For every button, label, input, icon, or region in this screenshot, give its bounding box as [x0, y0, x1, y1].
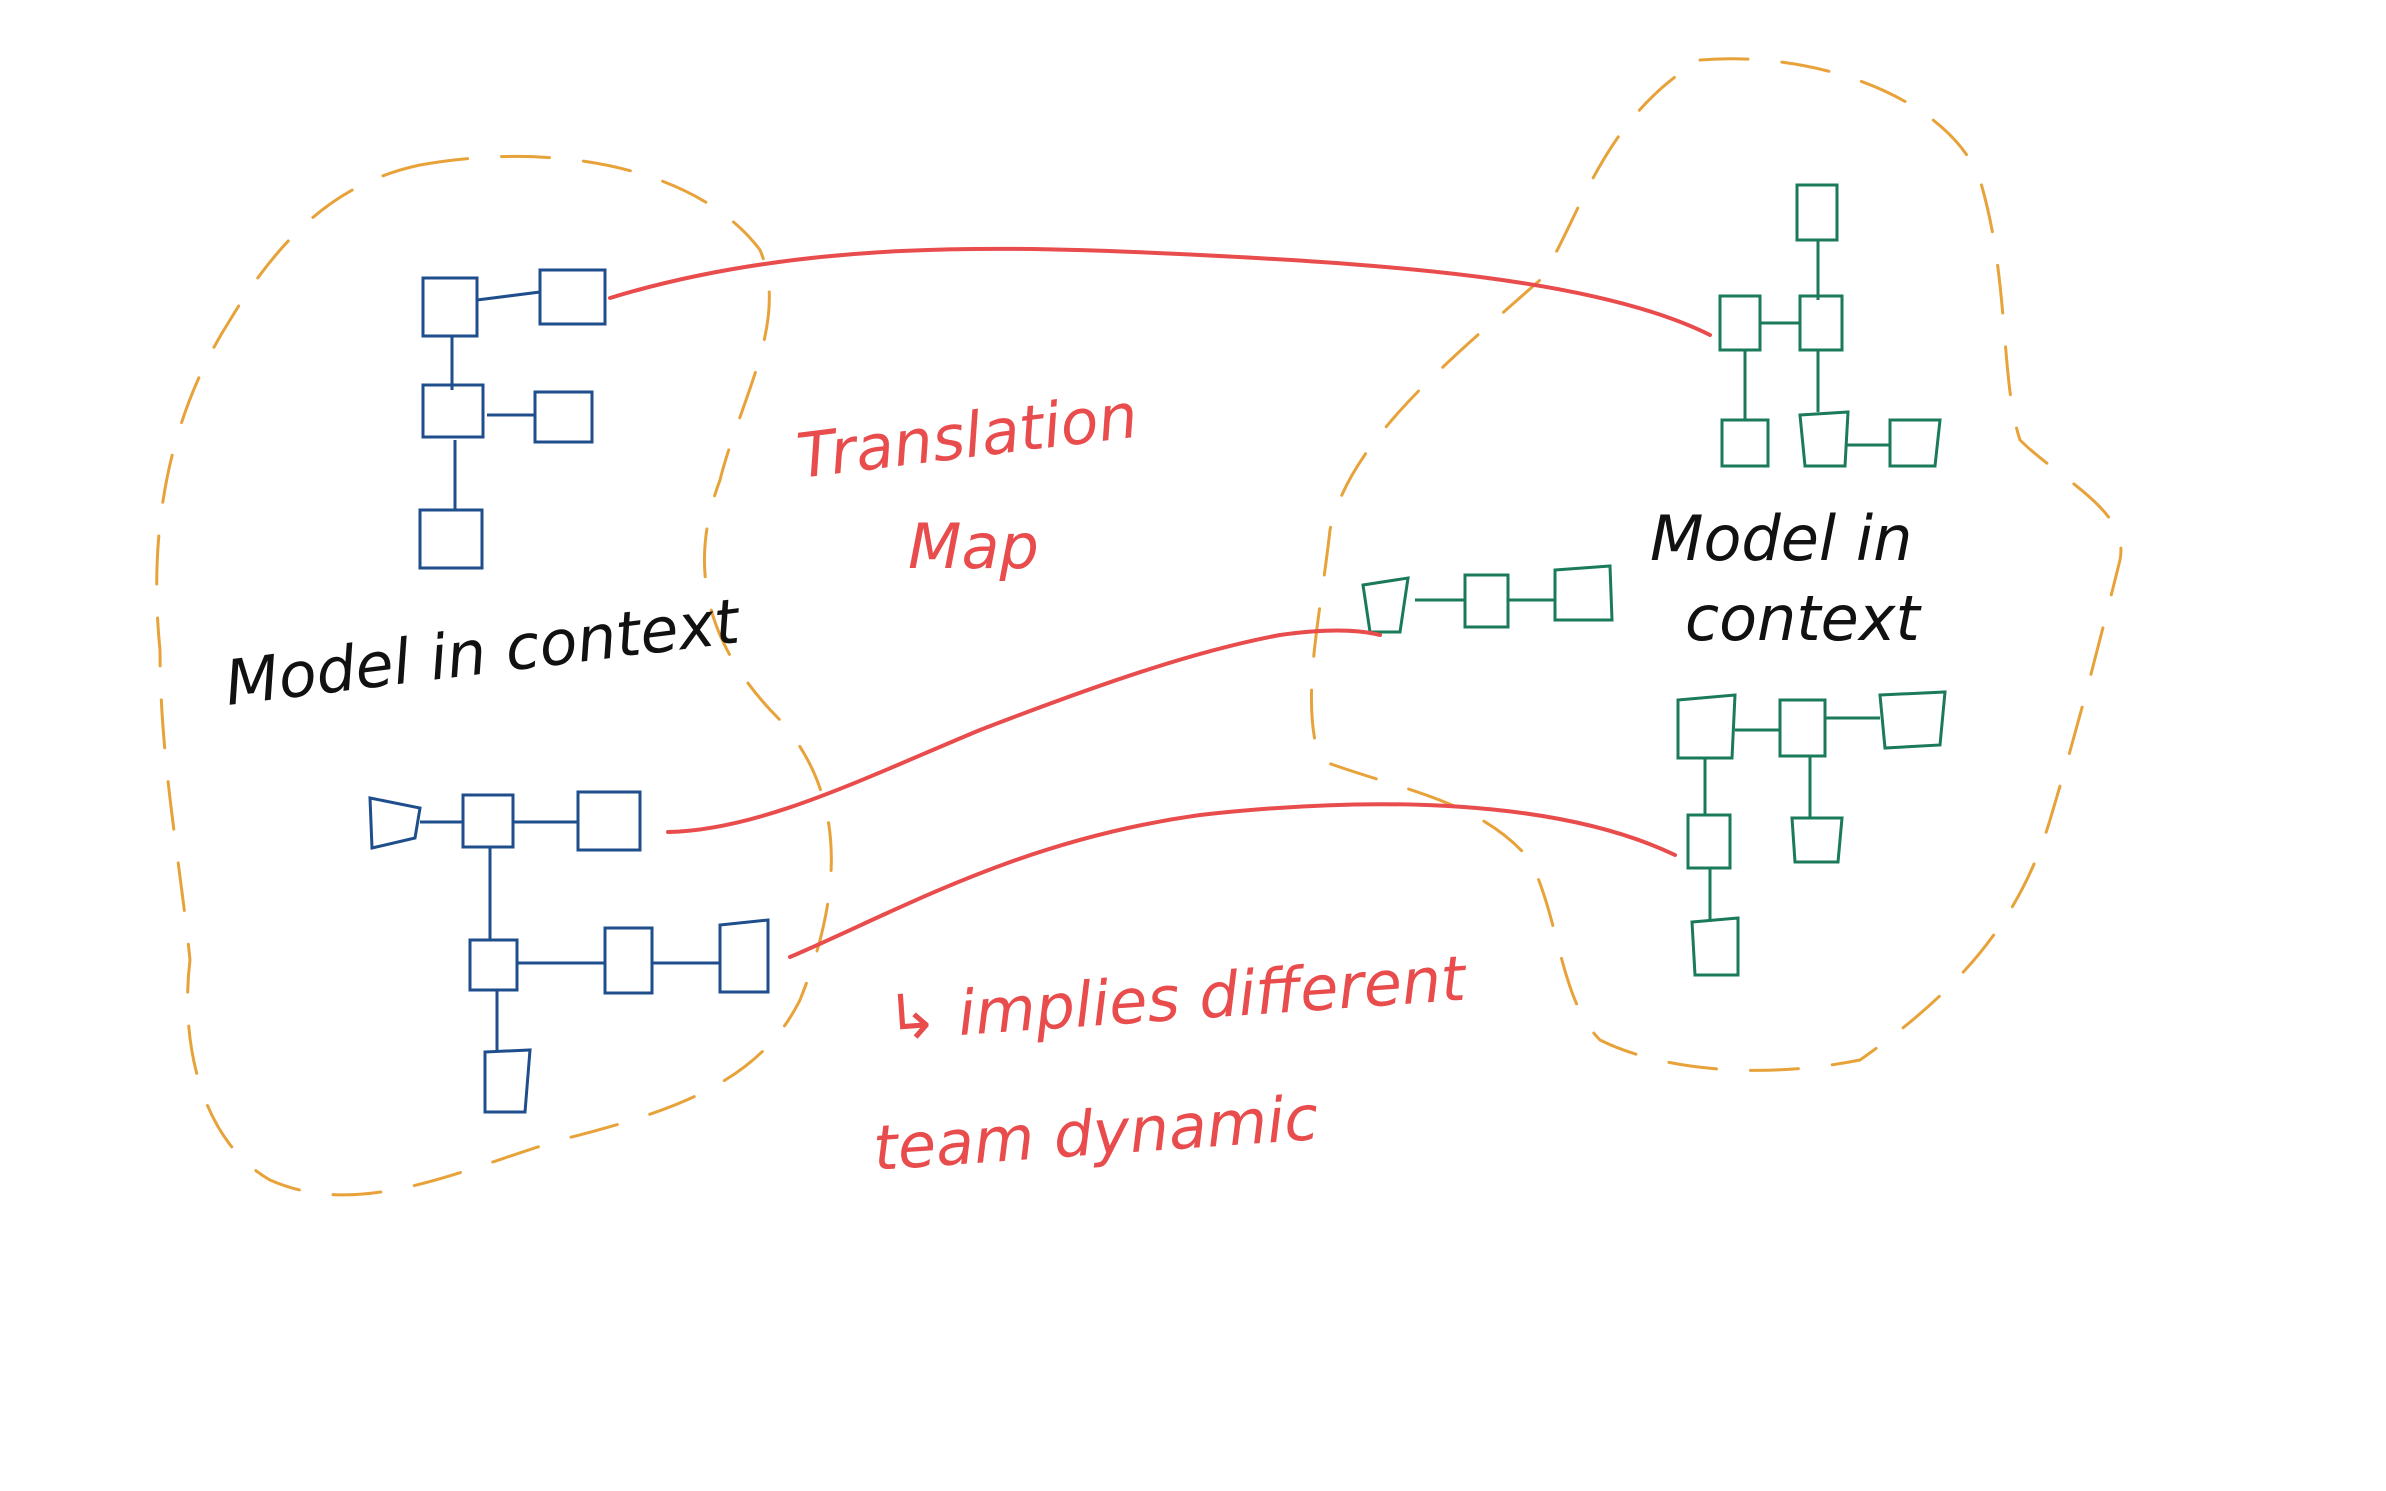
- blue-entity-node: [461, 793, 515, 849]
- left-context-label: Model in context: [221, 584, 746, 720]
- green-entity-node: [1778, 698, 1827, 758]
- translation-link: [666, 628, 1382, 834]
- blue-entity-node: [418, 508, 484, 570]
- translation-map-title-line2: Map: [908, 510, 1039, 583]
- green-entity-node: [1690, 916, 1740, 977]
- right-context-label-line2: context: [1685, 582, 1922, 655]
- green-entity-node: [1798, 410, 1850, 468]
- green-entity-node: [1720, 418, 1770, 468]
- blue-entity-node: [538, 268, 607, 326]
- blue-entity-node: [421, 276, 479, 338]
- green-entity-node: [1463, 573, 1510, 629]
- translation-map-title-line1: Translation: [793, 379, 1141, 493]
- blue-entity-node: [603, 926, 654, 995]
- right-context-label-line1: Model in: [1650, 502, 1912, 575]
- green-entity-node: [1798, 294, 1844, 352]
- green-entity-node: [1718, 294, 1762, 352]
- green-entity-node: [1888, 418, 1942, 468]
- team-dynamic-note-line1: ↳ implies different: [884, 941, 1470, 1054]
- green-entity-node: [1878, 690, 1947, 750]
- blue-entity-node: [533, 390, 594, 444]
- green-entity-node: [1686, 813, 1732, 870]
- right-model: [1361, 183, 1947, 977]
- right-context-boundary: [1309, 57, 2123, 1072]
- blue-entity-node: [368, 796, 422, 850]
- green-entity-node: [1795, 183, 1839, 242]
- left-model: [368, 268, 770, 1114]
- blue-edge: [476, 290, 541, 302]
- left-context-boundary: [155, 154, 833, 1197]
- blue-entity-node: [576, 790, 642, 852]
- translation-link: [608, 246, 1712, 337]
- green-entity-node: [1553, 564, 1614, 622]
- blue-entity-node: [483, 1048, 532, 1114]
- blue-entity-node: [468, 938, 519, 992]
- translation-link: [788, 802, 1677, 959]
- team-dynamic-note-line2: team dynamic: [871, 1081, 1321, 1185]
- green-entity-node: [1676, 693, 1737, 760]
- green-entity-node: [1790, 816, 1844, 864]
- blue-entity-node: [421, 383, 485, 439]
- blue-entity-node: [718, 918, 770, 994]
- green-entity-node: [1361, 576, 1410, 634]
